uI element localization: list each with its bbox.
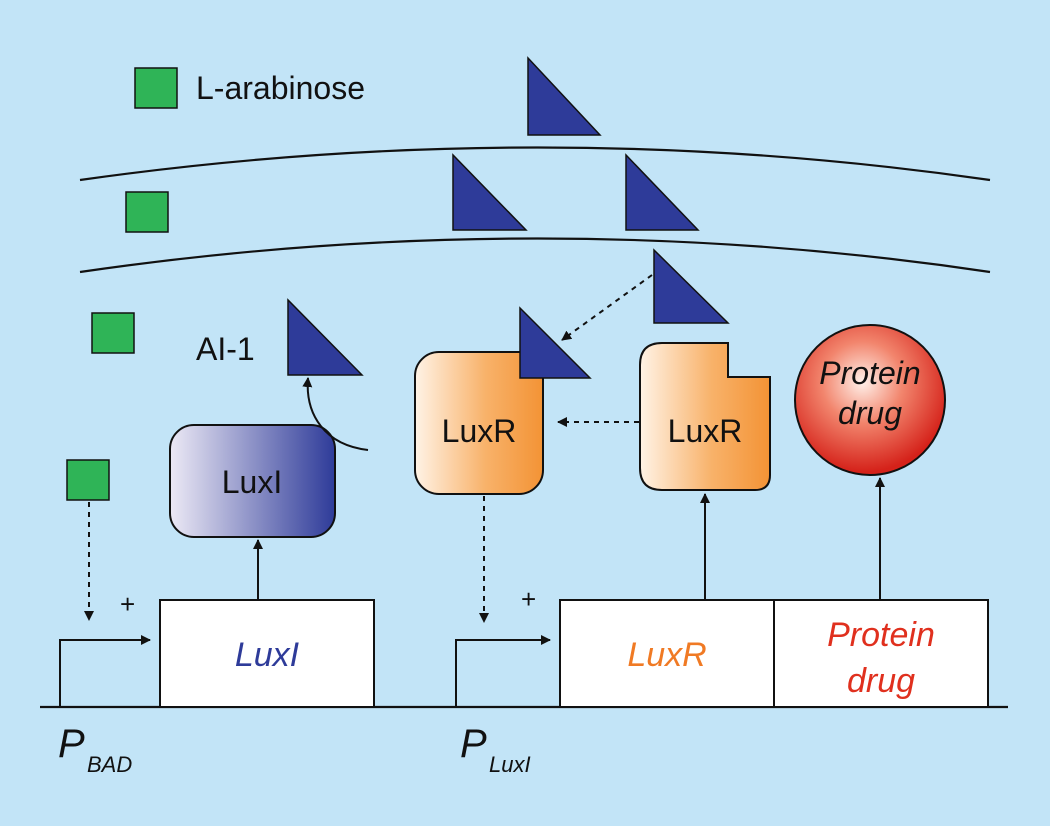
pluxi-subscript: LuxI — [489, 752, 531, 777]
arabinose-square — [91, 312, 135, 354]
ai1-triangle — [625, 153, 700, 231]
protein-drug-label-line2: drug — [838, 395, 902, 431]
luxi-gene-label: LuxI — [235, 636, 300, 674]
ai1-label: AI-1 — [196, 331, 255, 367]
protein-drug-label-line1: Protein — [819, 355, 920, 391]
ai1-triangle — [287, 298, 364, 376]
arabinose-legend-label: L-arabinose — [196, 70, 365, 106]
arabinose-legend-square — [134, 67, 178, 109]
drug-gene-label-line1: Protein — [827, 616, 935, 654]
pluxi-promoter-arrow — [455, 635, 551, 707]
luxr-free-label: LuxR — [668, 413, 743, 449]
luxi-gene-box — [159, 599, 375, 708]
luxi-protein-label: LuxI — [222, 464, 282, 500]
luxi-protein-box — [169, 424, 336, 538]
protein-drug-circle — [794, 324, 946, 476]
arabinose-square — [66, 459, 110, 501]
plus-sign-right: + — [521, 584, 536, 614]
inner-membrane-line — [79, 237, 991, 274]
pbad-subscript: BAD — [87, 752, 132, 777]
drug-gene-box — [773, 599, 989, 708]
ai1-triangle — [527, 56, 602, 136]
arabinose-square — [125, 191, 169, 233]
plus-sign-left: + — [120, 589, 135, 619]
drug-gene-label-line2: drug — [847, 662, 915, 700]
pbad-promoter-arrow — [59, 635, 151, 707]
luxr-gene-box — [559, 599, 775, 708]
ai1-triangle — [452, 153, 528, 231]
luxr-bound-box — [414, 351, 544, 495]
ai1-triangle-bound — [519, 306, 592, 379]
luxr-gene-label: LuxR — [627, 636, 706, 674]
luxr-free-box — [639, 342, 771, 491]
ai1-binding-arrow — [561, 274, 653, 341]
luxr-bound-label: LuxR — [442, 413, 517, 449]
ai1-triangle — [653, 248, 730, 324]
pluxi-label: P — [460, 722, 487, 766]
luxi-synthesis-arrow — [302, 377, 369, 451]
pbad-label: P — [58, 722, 85, 766]
outer-membrane-line — [79, 146, 991, 182]
